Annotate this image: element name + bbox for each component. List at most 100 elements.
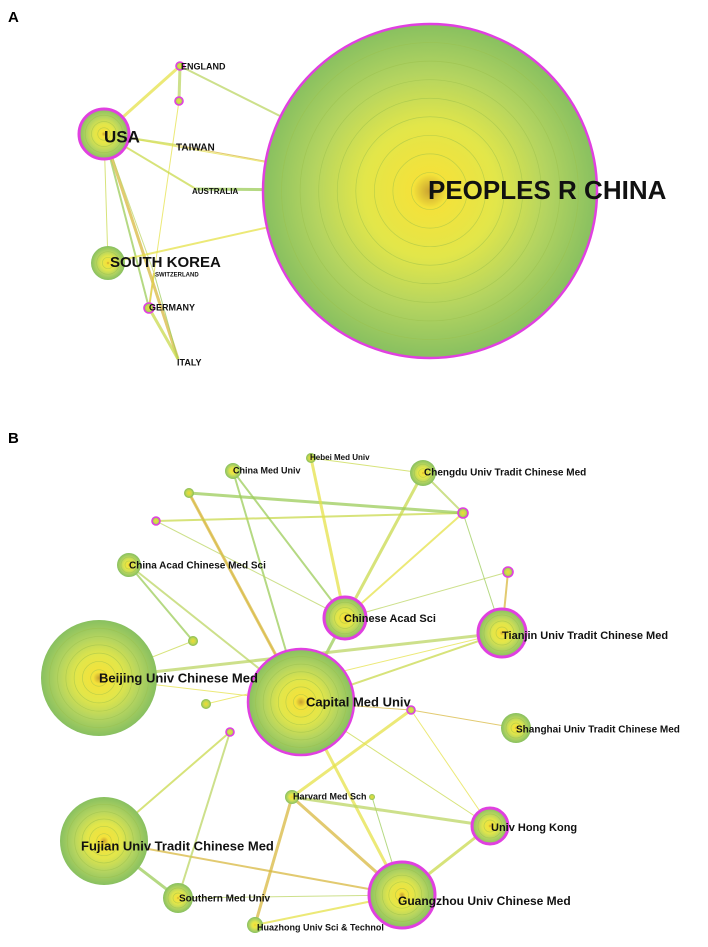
node-circle-southern — [163, 883, 193, 913]
link-p1-p2 — [155, 512, 464, 522]
node-label-australia: AUSTRALIA — [192, 187, 238, 196]
node-ring-fujian — [66, 803, 142, 879]
node-ring-chengdu — [418, 468, 428, 478]
node-capital[interactable]: Capital Med Univ — [246, 647, 412, 757]
node-guangzhou[interactable]: Guangzhou Univ Chinese Med — [367, 860, 571, 930]
node-p5[interactable] — [225, 727, 235, 737]
node-circle-acadsci — [322, 595, 368, 641]
node-ring-fujian — [81, 818, 127, 864]
node-p2[interactable] — [457, 507, 469, 519]
link-usa-italy — [102, 133, 180, 360]
node-circle-england — [175, 61, 185, 71]
node-label-harvard: Harvard Med Sch — [293, 791, 367, 801]
node-ring-guangzhou — [381, 874, 423, 916]
link-germany-italy — [147, 307, 180, 360]
node-chengdu[interactable]: Chengdu Univ Tradit Chinese Med — [410, 460, 586, 486]
node-harvard[interactable]: Harvard Med Sch — [285, 790, 367, 804]
node-chinaacad[interactable]: China Acad Chinese Med Sci — [117, 553, 266, 577]
node-ring-tianjin — [483, 614, 521, 652]
node-circle-g4 — [201, 699, 211, 709]
node-circle-g3 — [369, 794, 375, 800]
node-circle-p2 — [457, 507, 469, 519]
node-label-capital: Capital Med Univ — [306, 694, 412, 709]
node-p4[interactable] — [406, 705, 416, 715]
node-shanghai[interactable]: Shanghai Univ Tradit Chinese Med — [501, 713, 680, 743]
node-fujian[interactable]: Fujian Univ Tradit Chinese Med — [60, 797, 274, 885]
node-ring-capital — [277, 678, 325, 726]
node-g1[interactable] — [184, 488, 194, 498]
node-ring-acadsci — [339, 612, 351, 624]
node-south_korea[interactable]: SOUTH KOREA — [91, 246, 221, 280]
node-g4[interactable] — [201, 699, 211, 709]
node-ring-chinaacad — [124, 560, 134, 570]
node-huazhong[interactable]: Huazhong Univ Sci & Technol — [247, 917, 384, 933]
node-small_pink[interactable] — [174, 96, 184, 106]
node-label-italy: ITALY — [177, 357, 202, 367]
node-label-acadsci: Chinese Acad Sci — [344, 613, 436, 625]
link-guangzhou-fujian — [103, 840, 403, 896]
node-circle-capital — [246, 647, 356, 757]
node-australia[interactable]: AUSTRALIA — [192, 187, 238, 196]
node-circle-p1 — [151, 516, 161, 526]
node-circle-huazhong — [247, 917, 263, 933]
node-ring-china — [336, 97, 524, 285]
node-beijing[interactable]: Beijing Univ Chinese Med — [41, 620, 258, 736]
node-taiwan[interactable]: TAIWAN — [176, 143, 215, 154]
link-switzerland-italy — [153, 272, 179, 360]
node-label-guangzhou: Guangzhou Univ Chinese Med — [398, 894, 571, 908]
link-chinamed-acadsci — [232, 470, 346, 619]
node-italy[interactable]: ITALY — [177, 357, 202, 367]
node-ring-china — [318, 79, 542, 303]
node-p1[interactable] — [151, 516, 161, 526]
node-tianjin[interactable]: Tianjin Univ Tradit Chinese Med — [476, 607, 668, 659]
node-ring-acadsci — [334, 607, 356, 629]
panel-a-network: PEOPLES R CHINA USA SOUTH KOREA ENGLAND TAIW… — [77, 22, 667, 367]
node-usa[interactable]: USA — [77, 107, 140, 161]
node-ring-china — [281, 42, 579, 340]
node-label-china: PEOPLES R CHINA — [428, 175, 667, 205]
node-g3[interactable] — [369, 794, 375, 800]
node-hongkong[interactable]: Univ Hong Kong — [470, 806, 577, 846]
node-ring-china — [411, 172, 449, 210]
node-ring-southern — [167, 887, 189, 909]
panel-b-letter: B — [8, 430, 19, 447]
node-ring-guangzhou — [395, 888, 409, 902]
node-circle-g1 — [184, 488, 194, 498]
node-china[interactable]: PEOPLES R CHINA — [261, 22, 667, 360]
link-acadsci-p2 — [344, 512, 464, 619]
node-label-fujian: Fujian Univ Tradit Chinese Med — [81, 838, 274, 853]
node-ring-beijing — [57, 636, 141, 720]
node-hebei[interactable]: Hebei Med Univ — [306, 453, 370, 463]
link-hebei-acadsci — [309, 457, 347, 619]
node-ring-china — [373, 134, 487, 248]
node-ring-capital — [255, 656, 347, 748]
node-ring-chinaacad — [120, 556, 138, 574]
node-germany[interactable]: GERMANY — [143, 302, 195, 314]
link-small_pink-germany — [148, 100, 180, 309]
node-ring-acadsci — [328, 601, 362, 635]
node-p3[interactable] — [502, 566, 514, 578]
node-circle-p4 — [406, 705, 416, 715]
node-switzerland[interactable]: SWITZERLAND — [155, 273, 199, 279]
node-southern[interactable]: Southern Med Univ — [163, 883, 271, 913]
node-ring-usa — [84, 114, 124, 154]
node-england[interactable]: ENGLAND — [175, 61, 226, 71]
node-label-chengdu: Chengdu Univ Tradit Chinese Med — [424, 468, 586, 479]
link-usa-germany — [103, 133, 150, 309]
node-circle-hebei — [306, 453, 316, 463]
node-circle-p5 — [225, 727, 235, 737]
link-acadsci-p1 — [155, 520, 346, 619]
node-chinamed[interactable]: China Med Univ — [225, 463, 301, 479]
node-ring-china — [355, 116, 505, 266]
node-circle-chengdu — [410, 460, 436, 486]
node-acadsci[interactable]: Chinese Acad Sci — [322, 595, 436, 641]
node-ring-south_korea — [96, 251, 120, 275]
node-ring-shanghai — [505, 717, 527, 739]
link-hongkong-harvard — [291, 795, 491, 828]
node-g2[interactable] — [188, 636, 198, 646]
node-ring-chengdu — [413, 463, 433, 483]
node-label-tianjin: Tianjin Univ Tradit Chinese Med — [502, 630, 668, 642]
node-label-usa: USA — [104, 127, 140, 146]
node-label-chinamed: China Med Univ — [233, 465, 301, 475]
